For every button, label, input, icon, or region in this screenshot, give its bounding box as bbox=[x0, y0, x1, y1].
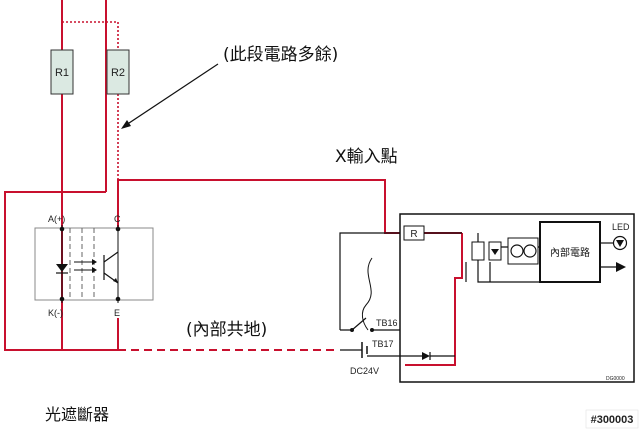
tiny-code: DG0000 bbox=[606, 376, 625, 382]
resistor-r1: R1 bbox=[50, 49, 74, 95]
wire-inner-loop bbox=[405, 233, 463, 366]
photo-interrupter: A(+) C K(-) E bbox=[34, 214, 154, 318]
resistor-r2: R2 bbox=[106, 49, 130, 95]
tb16-label: TB16 bbox=[376, 318, 398, 328]
dc24v-label: DC24V bbox=[350, 366, 379, 376]
r2-label: R2 bbox=[111, 67, 125, 79]
pin-e-label: E bbox=[114, 308, 120, 318]
internal-circuit-box bbox=[539, 221, 601, 283]
note-redundant-circuit: (此段電路多餘) bbox=[223, 45, 338, 65]
led-label: LED bbox=[612, 222, 630, 232]
led-diode-icon bbox=[56, 264, 68, 272]
pin-a-label: A(+) bbox=[48, 214, 65, 224]
supply-diode-icon bbox=[422, 352, 430, 360]
wire-redundant-top bbox=[62, 21, 119, 50]
sensor-signal-wire bbox=[361, 257, 373, 331]
annotation-arrow bbox=[121, 63, 219, 129]
internal-ground-label: (內部共地) bbox=[186, 320, 267, 340]
sensor-name-label: 光遮斷器 bbox=[45, 405, 109, 424]
optocoupler-icon bbox=[507, 237, 539, 265]
tb16-switch-line bbox=[340, 317, 367, 331]
pin-k-label: K(-) bbox=[48, 308, 63, 318]
watermark-badge: #300003 bbox=[585, 409, 639, 429]
wire-switch-left bbox=[339, 232, 400, 330]
internal-circuit-label: 內部電路 bbox=[550, 246, 590, 259]
watermark-text: #300003 bbox=[591, 414, 634, 426]
redundant-wiring bbox=[62, 21, 119, 180]
pin-c-label: C bbox=[114, 214, 121, 224]
plc-module: R 內部電路 LED DG0000 bbox=[399, 213, 635, 383]
output-arrow-icon bbox=[616, 262, 626, 272]
switch-and-supply: TB16 TB17 DC24V bbox=[339, 232, 455, 376]
plc-resistor bbox=[471, 241, 485, 261]
x-input-label: X輸入點 bbox=[335, 147, 398, 167]
plc-r-label: R bbox=[410, 229, 417, 240]
r1-label: R1 bbox=[55, 67, 69, 79]
tb17-label: TB17 bbox=[372, 339, 394, 349]
wire-x-input bbox=[117, 179, 400, 234]
